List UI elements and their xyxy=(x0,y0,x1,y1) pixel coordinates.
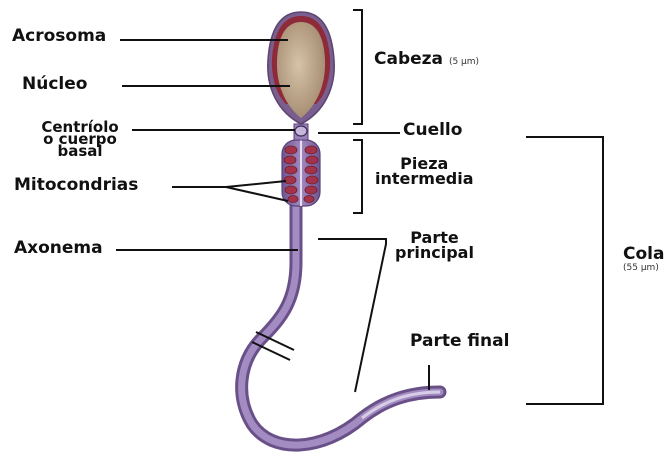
label-cabeza: Cabeza (5 µm) xyxy=(374,51,479,68)
parte-principal-bracket xyxy=(318,239,386,392)
label-parte-final: Parte final xyxy=(410,333,509,350)
label-nucleo: Núcleo xyxy=(22,76,87,93)
label-centriolo: Centríolo o cuerpo basal xyxy=(30,121,130,157)
label-cola: Cola (55 µm) xyxy=(623,246,664,273)
label-cuello: Cuello xyxy=(403,122,462,139)
cabeza-bracket xyxy=(353,10,362,124)
label-mitocondrias: Mitocondrias xyxy=(14,177,138,194)
label-pieza-line2: intermedia xyxy=(375,171,474,186)
label-axonema: Axonema xyxy=(14,240,103,257)
mitocondrias-leader-up xyxy=(226,181,286,187)
label-cola-text: Cola xyxy=(623,246,664,263)
centriole xyxy=(295,126,307,136)
label-acrosoma: Acrosoma xyxy=(12,28,106,45)
pieza-bracket xyxy=(353,140,362,213)
mitocondrias-leader-down xyxy=(226,187,288,201)
label-parte-principal-line2: principal xyxy=(395,245,474,260)
label-cabeza-size: (5 µm) xyxy=(449,57,479,67)
cola-bracket xyxy=(526,137,603,404)
label-cabeza-text: Cabeza xyxy=(374,49,443,69)
label-pieza: Pieza intermedia xyxy=(375,156,474,186)
label-cola-size: (55 µm) xyxy=(623,264,664,273)
label-parte-principal: Parte principal xyxy=(395,230,474,260)
